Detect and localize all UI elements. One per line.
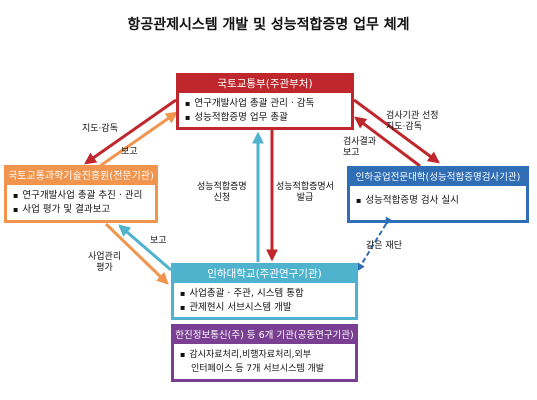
inhatc-header: 인하공업전문대학(성능적합증명검사기관): [350, 169, 526, 186]
molit-box: 국토교통부(주관부처) 연구개발사업 총괄 관리 · 감독 성능적합증명 업무 …: [176, 73, 354, 130]
label-report-top: 보고: [121, 147, 138, 157]
label-same-foundation: 같은 재단: [366, 241, 402, 251]
inha-item: 사업총괄 · 주관, 시스템 통합: [180, 287, 349, 301]
inhatc-item: 성능적합증명 검사 실시: [356, 194, 520, 208]
label-guidance-left: 지도·감독: [82, 124, 118, 134]
molit-item: 연구개발사업 총괄 관리 · 감독: [185, 97, 345, 111]
page-title: 항공관제시스템 개발 및 성능적합증명 업무 체계: [127, 17, 410, 33]
label-inspect-select: 검사기관 선정 지도·감독: [386, 111, 439, 132]
hanjin-item: 인터페이스 등 7개 서브시스템 개발: [191, 364, 325, 374]
label-inspect-result: 검사결과 보고: [343, 137, 377, 158]
hanjin-header: 한진정보통신(주) 등 6개 기관(공동연구기관): [174, 327, 355, 344]
arrow-kaist-to-molit: [99, 111, 178, 168]
kaia-item: 연구개발사업 총괄 추진 · 관리: [13, 189, 149, 203]
inha-box: 인하대학교(주관연구기관) 사업총괄 · 주관, 시스템 통합 관제현시 서브시…: [171, 263, 358, 320]
label-cert-apply: 성능적합증명 신청: [197, 182, 247, 203]
kaia-box: 국토교통과학기술진흥원(전문기관) 연구개발사업 총괄 추진 · 관리 사업 평…: [4, 165, 158, 223]
label-cert-issue: 성능적합증명서 발급: [276, 182, 334, 203]
kaia-item: 사업 평가 및 결과보고: [13, 203, 149, 217]
arrow-inhatc-to-molit: [354, 116, 421, 168]
inhatc-box: 인하공업전문대학(성능적합증명검사기관) 성능적합증명 검사 실시: [347, 166, 529, 223]
label-report-bottom: 보고: [150, 236, 167, 246]
inha-header: 인하대학교(주관연구기관): [174, 266, 355, 283]
dashed-same-foundation: [357, 216, 393, 272]
inha-item: 관제현시 서브시스템 개발: [180, 301, 349, 315]
molit-header: 국토교통부(주관부처): [179, 76, 351, 93]
label-mgmt-eval: 사업관리 평가: [88, 252, 122, 273]
molit-item: 성능적합증명 업무 총괄: [185, 111, 345, 125]
arrow-inha-to-kaist: [118, 224, 172, 272]
arrow-molit-to-kaist: [84, 98, 177, 165]
hanjin-item: 감시자료처리,비행자료처리,외부: [180, 348, 349, 362]
hanjin-box: 한진정보통신(주) 등 6개 기관(공동연구기관) 감시자료처리,비행자료처리,…: [171, 324, 358, 382]
kaia-header: 국토교통과학기술진흥원(전문기관): [7, 168, 155, 185]
arrow-molit-to-inhatc: [353, 98, 440, 164]
arrow-kaist-to-inha: [104, 222, 169, 285]
